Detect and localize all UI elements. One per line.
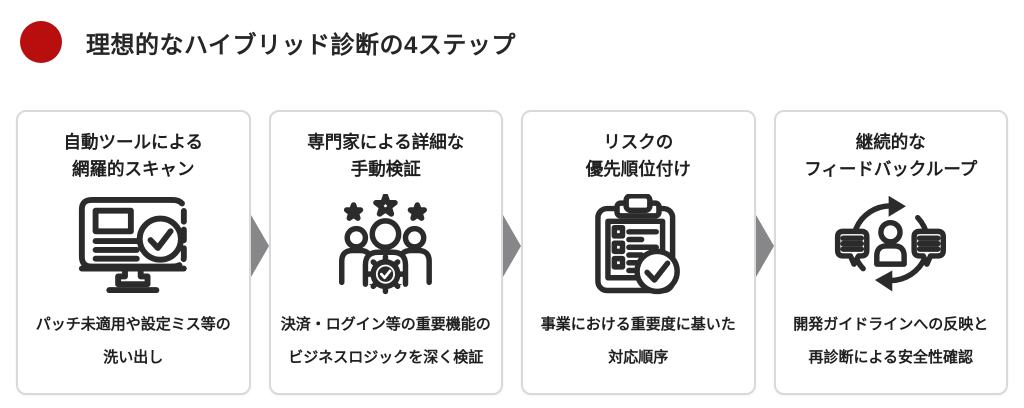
expert-team-stars-gear-check-icon — [329, 183, 442, 307]
monitor-scan-check-icon — [74, 183, 192, 307]
clipboard-checklist-check-icon — [587, 183, 689, 307]
step-description: 事業における重要度に基いた 対応順序 — [540, 315, 736, 367]
step-description: 決済・ログイン等の重要機能の ビジネスロジックを深く検証 — [280, 315, 491, 367]
step-title: 継続的な フィードバックループ — [804, 132, 978, 180]
right-arrow-icon — [755, 110, 774, 395]
step-title: リスクの 優先順位付け — [585, 132, 691, 180]
step-description: パッチ未適用や設定ミス等の 洗い出し — [35, 315, 231, 367]
red-dot-icon — [20, 21, 62, 63]
step-card-feedback-loop: 継続的な フィードバックループ — [773, 110, 1008, 395]
right-arrow-icon — [250, 110, 269, 395]
steps-row: 自動ツールによる 網羅的スキャン パッチ未適用や設定ミス等の 洗い出し — [16, 110, 1008, 395]
right-arrow-icon — [503, 110, 521, 395]
step-title: 自動ツールによる 網羅的スキャン — [63, 132, 203, 180]
step-card-auto-scan: 自動ツールによる 網羅的スキャン パッチ未適用や設定ミス等の 洗い出し — [16, 110, 251, 395]
step-card-manual-verification: 専門家による詳細な 手動検証 — [268, 110, 503, 395]
header: 理想的なハイブリッド診断の4ステップ — [0, 0, 1024, 64]
step-card-risk-priority: リスクの 優先順位付け — [521, 110, 756, 395]
page-title: 理想的なハイブリッド診断の4ステップ — [86, 31, 516, 59]
feedback-loop-person-chat-icon — [834, 183, 947, 307]
step-title: 専門家による詳細な 手動検証 — [307, 132, 465, 180]
step-description: 開発ガイドラインへの反映と 再診断による安全性確認 — [793, 315, 989, 367]
